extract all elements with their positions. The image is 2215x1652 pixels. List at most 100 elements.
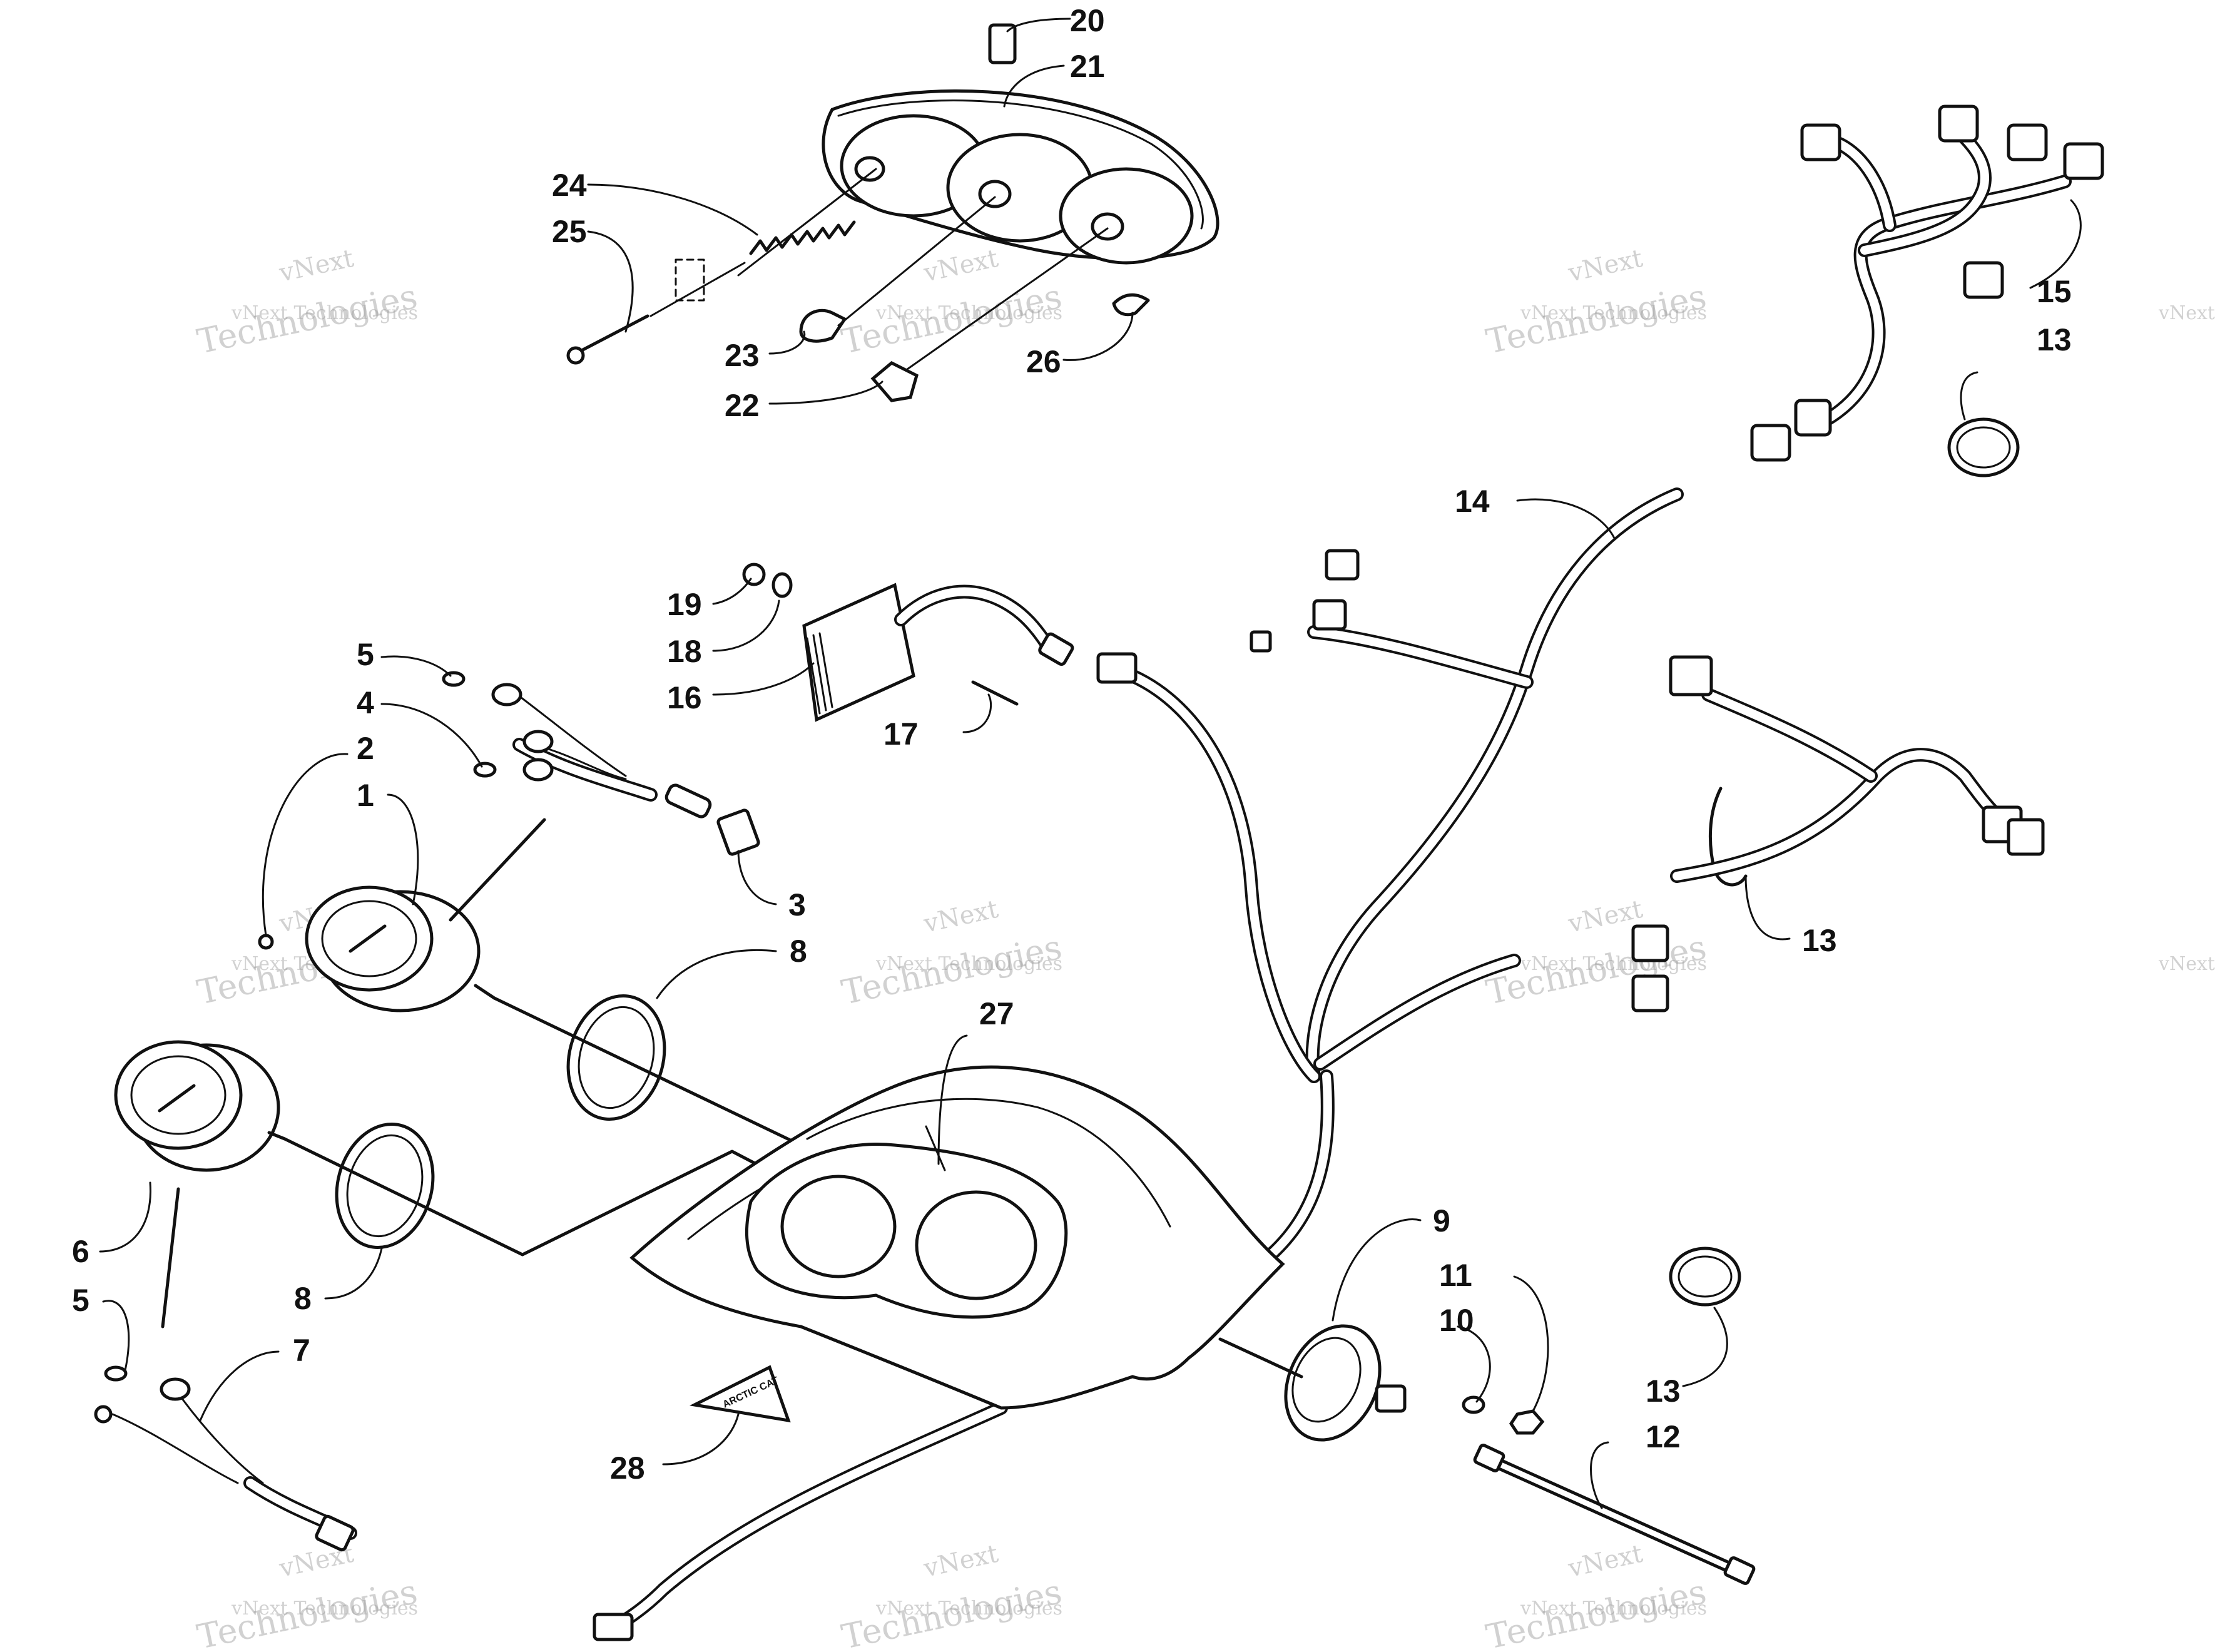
watermark-line1: vNext <box>1566 244 1646 288</box>
callout-25: 25 <box>552 214 587 249</box>
callout-13b: 13 <box>1802 923 1837 958</box>
sub-harness-connector <box>1800 123 1841 161</box>
headlight-lens-right <box>1059 167 1194 265</box>
gauges <box>114 818 959 1328</box>
regulator-connector <box>1038 632 1074 666</box>
callout-26: 26 <box>1026 344 1061 379</box>
gauge-lead-wire <box>174 1388 264 1484</box>
watermark-line2: vNext Technologies <box>231 1598 418 1619</box>
speedometer-stud <box>267 1131 287 1141</box>
harness-connector <box>1631 974 1669 1012</box>
pod-gauge-hole-right <box>915 1190 1037 1300</box>
leader-line <box>1003 64 1065 108</box>
cable-fitting <box>1723 1556 1756 1585</box>
harness-connector <box>1631 924 1669 962</box>
gauge-leads <box>94 671 760 1552</box>
sub-harness-branch-inner <box>1860 127 1989 255</box>
gauge-lead-wire <box>111 1413 239 1484</box>
callout-21: 21 <box>1070 49 1105 84</box>
gauge-lead-wire <box>512 690 627 777</box>
lead-connector <box>664 783 712 818</box>
pod-gauge-hole-left <box>780 1175 897 1278</box>
watermark: vNext vNext Technologies Technologies <box>1483 244 1710 362</box>
callout-20: 20 <box>1070 3 1105 38</box>
leader-line <box>837 196 996 327</box>
leader-line <box>737 850 777 905</box>
lead-connector <box>716 808 760 856</box>
callout-12: 12 <box>1646 1419 1681 1454</box>
wire-clip-part <box>1112 293 1150 317</box>
accessory-connector <box>1669 655 1713 696</box>
leader-line <box>962 693 992 733</box>
sub-harness-wire-inner <box>1804 177 2069 433</box>
assembly-axis-line <box>161 1187 180 1328</box>
callout-labels: 1 2 3 4 5 5 6 7 8 8 9 10 11 12 13 13 13 … <box>72 3 2072 1486</box>
regulator-body <box>802 583 915 722</box>
pod-contour <box>806 1098 1171 1228</box>
accessory-harness-branch-inner <box>1704 690 1875 780</box>
speedometer-cable <box>1487 1453 1735 1566</box>
leader-line <box>768 380 883 405</box>
bulb-lead <box>522 758 554 782</box>
bulb-lead <box>491 683 522 706</box>
drive-fitting <box>1375 1384 1407 1413</box>
sub-harness-connector <box>1794 399 1832 437</box>
leader-line <box>262 753 349 937</box>
callout-19: 19 <box>667 587 702 622</box>
harness-branch-left <box>1126 669 1321 1083</box>
drive-housing-inner <box>1291 1337 1362 1423</box>
adjuster-screw-head <box>566 346 585 365</box>
assembly-axis-line <box>1218 1337 1303 1379</box>
gauge-lead-wire-inner <box>515 740 655 799</box>
leader-line <box>712 599 780 652</box>
harness-connector <box>1325 549 1360 581</box>
watermark: vNext vNext Technologies Technologies <box>194 244 421 362</box>
speedometer-needle <box>158 1084 196 1113</box>
leader-line <box>99 1181 151 1253</box>
drive-housing <box>1284 1324 1382 1442</box>
bulb-small <box>104 1365 128 1382</box>
socket-part <box>870 361 919 402</box>
tachometer-needle <box>349 924 387 953</box>
leader-line <box>906 227 1109 370</box>
watermark-line3: Technologies <box>838 927 1066 1012</box>
callout-1: 1 <box>357 778 374 813</box>
callout-8a: 8 <box>790 934 807 969</box>
accessory-connector <box>2007 818 2045 856</box>
gauge-ring <box>335 1122 435 1250</box>
leader-line <box>2029 199 2082 289</box>
harness-branch-left-inner <box>1128 671 1318 1081</box>
leader-line <box>925 1125 946 1171</box>
watermark-line1: vNext <box>921 895 1001 939</box>
watermark: vNext vNext Technologies Technologies <box>1483 895 1710 1012</box>
leader-line <box>1332 1218 1422 1322</box>
sub-harness-connector <box>1938 105 1979 143</box>
leader-line <box>380 703 483 768</box>
sub-harness-branch <box>1833 137 1897 232</box>
watermark-line2: vNext Technologies <box>2158 302 2215 324</box>
watermarks: vNext vNext Technologies Technologies vN… <box>194 244 2215 1652</box>
leader-line <box>1744 875 1791 941</box>
watermark-line3: Technologies <box>1483 927 1710 1012</box>
harness-lower-run-inner <box>1247 1072 1332 1275</box>
harness-upper-right-inner <box>1310 628 1531 686</box>
watermark-line3: Technologies <box>194 277 421 362</box>
harness-branch-right-inner <box>1316 956 1519 1068</box>
watermark-line1: vNext <box>1566 1539 1646 1583</box>
watermark-line3: Technologies <box>838 1572 1066 1652</box>
callout-8b: 8 <box>294 1281 312 1316</box>
watermark-line2: vNext Technologies <box>231 302 418 324</box>
accessory-harness <box>1669 655 2045 883</box>
headlight-assembly <box>566 23 1220 402</box>
watermark: vNext vNext Technologies Technologies <box>838 1539 1066 1652</box>
gauge-ring-inner <box>346 1134 424 1238</box>
leader-line <box>380 655 452 677</box>
callout-17: 17 <box>883 716 919 752</box>
leader-line <box>712 662 815 696</box>
bulb-small <box>473 762 497 778</box>
harness-trunk-inner <box>1308 490 1681 1081</box>
watermark-line2: vNext Technologies <box>1520 1598 1707 1619</box>
callout-22: 22 <box>725 388 760 423</box>
voltage-regulator <box>742 563 1074 722</box>
callout-14: 14 <box>1455 484 1490 519</box>
